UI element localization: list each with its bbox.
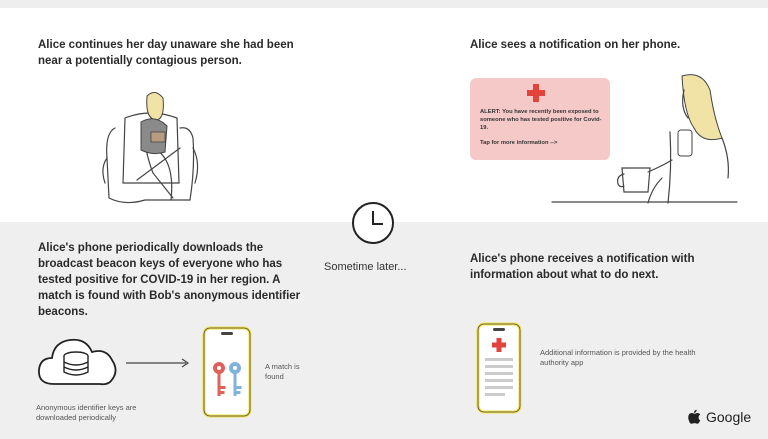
bottom-section — [0, 222, 768, 439]
google-brand-label: Google — [706, 409, 752, 425]
top-left-caption: Alice continues her day unaware she had … — [38, 39, 294, 67]
alice-with-phone-illustration — [551, 74, 738, 204]
additional-info-caption: Additional information is provided by th… — [540, 348, 696, 367]
timeline-caption: Sometime later... — [324, 261, 407, 273]
bottom-right-caption: Alice's phone receives a notification wi… — [470, 253, 695, 281]
apple-logo-icon — [688, 409, 701, 424]
top-right-caption: Alice sees a notification on her phone. — [470, 39, 681, 51]
red-key-icon — [213, 362, 226, 396]
bottom-left-caption: Alice's phone periodically downloads the… — [38, 242, 301, 318]
keys-download-caption: Anonymous identifier keys are downloaded… — [36, 403, 137, 422]
arrow-right-icon — [126, 358, 190, 368]
phone-with-info-icon — [476, 322, 522, 414]
alert-notification-card: ALERT: You have recently been exposed to… — [470, 78, 610, 160]
top-strip — [0, 0, 768, 8]
clock-icon — [352, 202, 394, 244]
phone-with-keys-icon — [202, 326, 252, 418]
cloud-database-icon — [38, 338, 117, 386]
match-found-caption: A match is found — [265, 362, 300, 381]
top-section — [0, 8, 768, 222]
alert-tap-link: Tap for more information --> — [480, 140, 558, 146]
alert-message: ALERT: You have recently been exposed to… — [480, 109, 602, 131]
blue-key-icon — [229, 362, 242, 396]
alice-in-chair-illustration — [102, 92, 199, 204]
medical-cross-icon-bar — [527, 90, 545, 96]
